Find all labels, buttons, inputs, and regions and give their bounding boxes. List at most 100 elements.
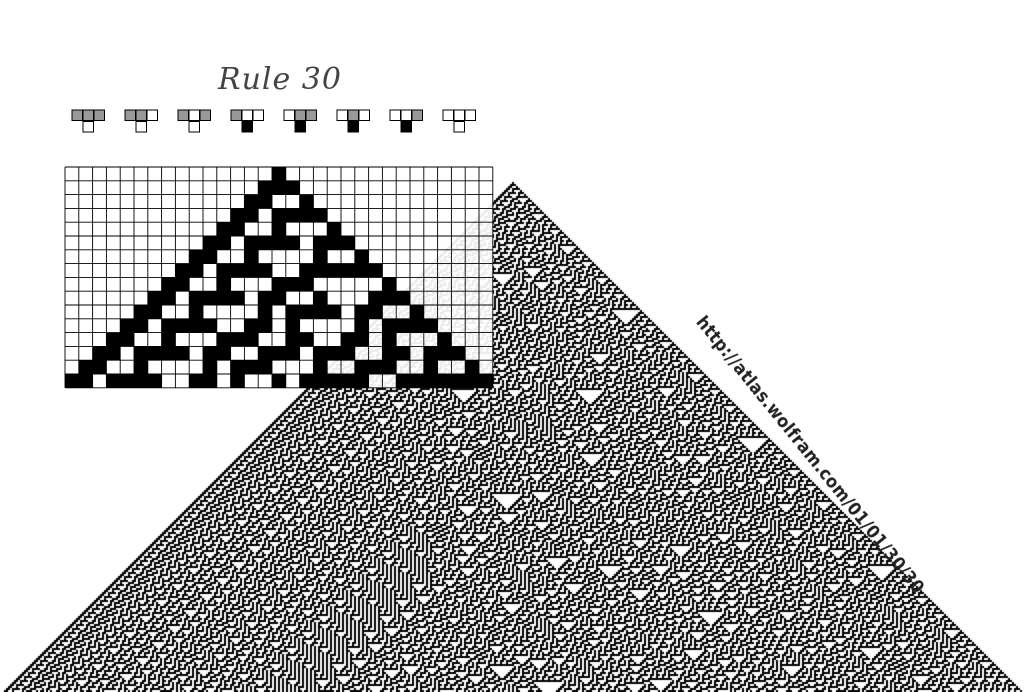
live-cell <box>189 291 203 305</box>
live-cell <box>341 346 355 361</box>
live-cell <box>92 360 107 374</box>
neighborhood-cell <box>358 109 370 121</box>
live-cell <box>203 291 217 305</box>
neighborhood-cell <box>389 109 401 121</box>
live-cell <box>272 222 286 236</box>
live-cell <box>78 360 93 374</box>
live-cell <box>189 318 203 333</box>
live-cell <box>106 374 121 388</box>
live-cell <box>341 332 355 347</box>
neighborhood-cell <box>199 109 211 121</box>
live-cell <box>189 263 203 278</box>
live-cell <box>161 291 176 305</box>
live-cell <box>327 346 341 361</box>
neighborhood-cell <box>230 109 242 121</box>
live-cell <box>382 277 397 292</box>
live-cell <box>451 346 466 361</box>
live-cell <box>437 346 452 361</box>
neighborhood-cell <box>442 109 454 121</box>
live-cell <box>147 305 162 319</box>
live-cell <box>272 277 286 292</box>
neighborhood-cell <box>305 109 317 121</box>
live-cell <box>244 194 259 209</box>
live-cell <box>230 332 245 347</box>
live-cell <box>244 318 259 333</box>
live-cell <box>230 374 245 388</box>
live-cell <box>396 291 410 305</box>
live-cell <box>216 291 231 305</box>
live-cell <box>299 277 314 292</box>
live-cell <box>423 374 438 388</box>
neighborhood-cell <box>135 109 147 121</box>
live-cell <box>396 318 410 333</box>
live-cell <box>175 346 190 361</box>
live-cell <box>175 263 190 278</box>
neighborhood-cell <box>453 109 465 121</box>
live-cell <box>258 318 272 333</box>
live-cell <box>299 194 314 209</box>
live-cell <box>313 208 328 223</box>
live-cell <box>354 360 369 374</box>
live-cell <box>299 305 314 319</box>
live-cell <box>120 374 134 388</box>
live-cell <box>161 332 176 347</box>
live-cell <box>451 374 466 388</box>
output-cell <box>453 121 465 133</box>
live-cell <box>161 277 176 292</box>
live-cell <box>354 263 369 278</box>
neighborhood-cell <box>347 109 359 121</box>
live-cell <box>230 291 245 305</box>
live-cell <box>203 318 217 333</box>
live-cell <box>272 346 286 361</box>
neighborhood-cell <box>241 109 253 121</box>
live-cell <box>134 305 148 319</box>
live-cell <box>272 236 286 250</box>
live-cell <box>203 249 217 264</box>
live-cell <box>299 263 314 278</box>
output-cell <box>347 121 359 133</box>
live-cell <box>272 167 286 181</box>
rule-title: Rule 30 <box>218 62 342 97</box>
live-cell <box>382 318 397 333</box>
live-cell <box>465 374 479 388</box>
live-cell <box>313 263 328 278</box>
live-cell <box>285 305 300 319</box>
live-cell <box>327 222 341 236</box>
live-cell <box>285 346 300 361</box>
live-cell <box>272 208 286 223</box>
output-cell <box>82 121 94 133</box>
output-cell <box>241 121 253 133</box>
neighborhood-cell <box>93 109 105 121</box>
live-cell <box>285 318 300 333</box>
live-cell <box>258 194 272 209</box>
neighborhood-cell <box>71 109 83 121</box>
live-cell <box>258 305 272 319</box>
live-cell <box>285 180 300 195</box>
neighborhood-cell <box>336 109 348 121</box>
live-cell <box>285 277 300 292</box>
live-cell <box>341 236 355 250</box>
live-cell <box>244 208 259 223</box>
live-cell <box>147 374 162 388</box>
live-cell <box>65 374 79 388</box>
zoomed-evolution-grid <box>64 166 494 389</box>
live-cell <box>230 263 245 278</box>
live-cell <box>189 305 203 319</box>
live-cell <box>313 236 328 250</box>
live-cell <box>258 263 272 278</box>
neighborhood-cell <box>294 109 306 121</box>
live-cell <box>120 332 134 347</box>
rule-icon-101 <box>177 109 211 133</box>
live-cell <box>272 180 286 195</box>
neighborhood-cell <box>252 109 264 121</box>
live-cell <box>78 374 93 388</box>
rule-icons-row <box>71 109 476 133</box>
live-cell <box>354 374 369 388</box>
live-cell <box>410 318 424 333</box>
live-cell <box>230 360 245 374</box>
live-cell <box>327 236 341 250</box>
output-cell <box>294 121 306 133</box>
live-cell <box>216 277 231 292</box>
live-cell <box>410 305 424 319</box>
live-cell <box>313 374 328 388</box>
